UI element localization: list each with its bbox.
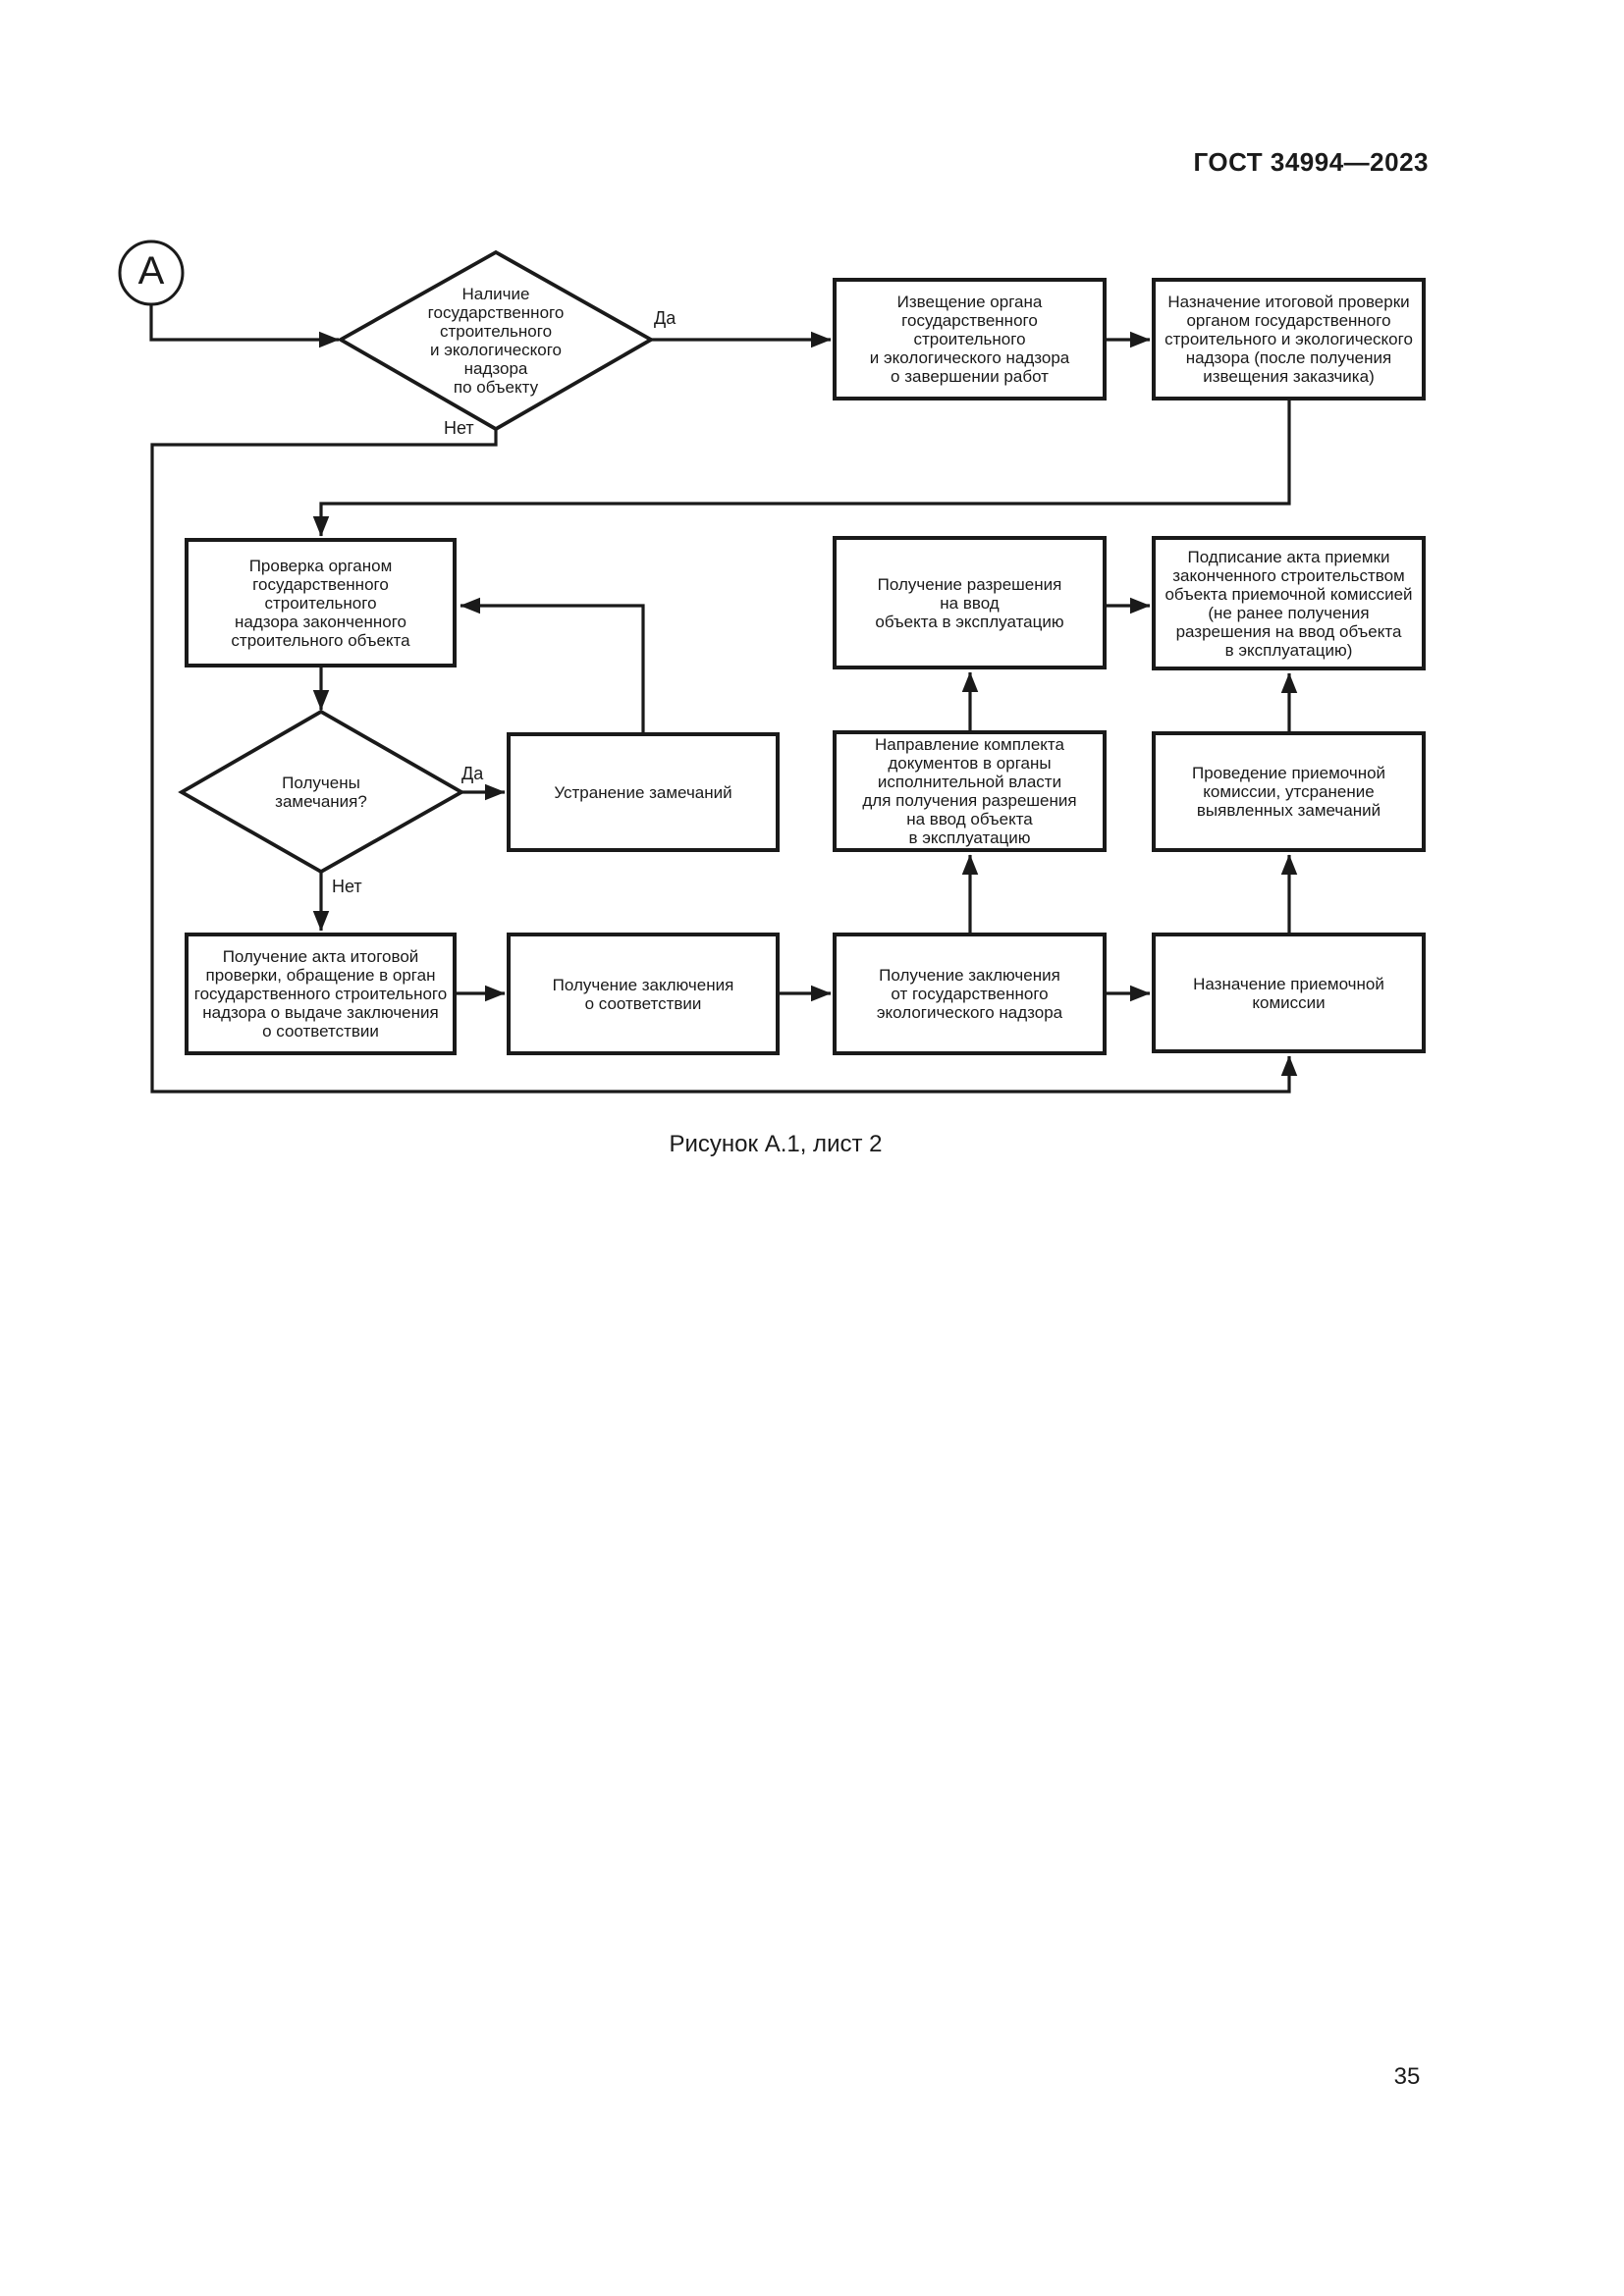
off-page-connector-circle	[118, 240, 185, 306]
process-label: Получение заключения о соответствии	[552, 975, 734, 1013]
process-notify-completion: Извещение органа государственного строит…	[833, 278, 1107, 400]
figure-caption: Рисунок А.1, лист 2	[669, 1131, 883, 1157]
edge-label-no-1: Нет	[444, 418, 474, 438]
process-submit-documents: Направление комплекта документов в орган…	[833, 730, 1107, 852]
decision-text: Получены замечания?	[275, 774, 367, 811]
process-sign-acceptance-act: Подписание акта приемки законченного стр…	[1152, 536, 1426, 670]
process-obtain-final-act: Получение акта итоговой проверки, обраще…	[185, 933, 457, 1055]
page-number: 35	[1393, 2063, 1421, 2090]
decision-supervision-label: Наличие государственного строительного и…	[353, 257, 638, 424]
process-schedule-final-inspection: Назначение итоговой проверки органом гос…	[1152, 278, 1426, 400]
process-label: Назначение приемочной комиссии	[1193, 974, 1384, 1012]
process-hold-commission: Проведение приемочной комиссии, утсранен…	[1152, 731, 1426, 852]
process-fix-remarks: Устранение замечаний	[507, 732, 780, 852]
off-page-connector-label: А	[137, 248, 165, 293]
process-label: Назначение итоговой проверки органом гос…	[1164, 293, 1413, 386]
edge-start-to-decision1	[149, 305, 340, 348]
process-compliance-conclusion: Получение заключения о соответствии	[507, 933, 780, 1055]
process-label: Получение заключения от государственного…	[876, 966, 1063, 1022]
process-label: Получение акта итоговой проверки, обраще…	[193, 947, 448, 1041]
edge-label-no-2: Нет	[332, 877, 362, 896]
process-label: Подписание акта приемки законченного стр…	[1164, 547, 1413, 660]
process-label: Получение разрешения на ввод объекта в э…	[875, 574, 1064, 631]
process-label: Проведение приемочной комиссии, утсранен…	[1191, 764, 1386, 820]
edge-label-yes-1: Да	[654, 308, 677, 328]
edge-label-yes-2: Да	[461, 764, 484, 783]
edge-schedule-to-inspection	[312, 400, 1291, 537]
decision-text: Наличие государственного строительного и…	[427, 285, 565, 397]
process-appoint-commission: Назначение приемочной комиссии	[1152, 933, 1426, 1053]
process-state-inspection: Проверка органом государственного строит…	[185, 538, 457, 667]
decision-remarks-label: Получены замечания?	[226, 756, 416, 828]
process-label: Устранение замечаний	[554, 782, 732, 802]
edge-fix-to-inspection	[460, 597, 645, 732]
process-ecology-conclusion: Получение заключения от государственного…	[833, 933, 1107, 1055]
process-obtain-permit: Получение разрешения на ввод объекта в э…	[833, 536, 1107, 669]
process-label: Извещение органа государственного строит…	[869, 293, 1070, 386]
process-label: Направление комплекта документов в орган…	[862, 735, 1077, 847]
page-header: ГОСТ 34994—2023	[1193, 147, 1429, 177]
edge-decision1-no	[150, 429, 1298, 1094]
process-label: Проверка органом государственного строит…	[231, 556, 410, 650]
